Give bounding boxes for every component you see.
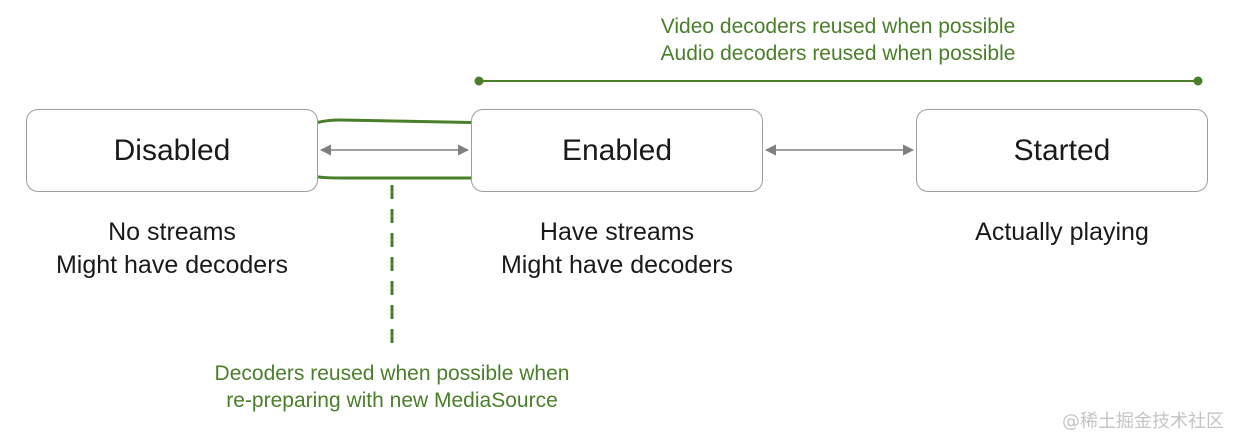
description-line: Might have decoders	[55, 251, 289, 279]
reuse-span-end-dot	[1193, 76, 1203, 86]
description-line: No streams	[108, 218, 236, 246]
state-disabled-label: Disabled	[113, 133, 231, 167]
note-line: re-preparing with new MediaSource	[226, 389, 558, 412]
watermark: @稀土掘金技术社区	[1062, 411, 1224, 432]
reprepare-loop-arrow	[287, 118, 500, 186]
state-enabled-label: Enabled	[561, 133, 673, 167]
state-disabled-description: No streams Might have decoders	[22, 216, 322, 282]
note-line: Decoders reused when possible when	[214, 362, 570, 385]
reuse-span-start-dot	[474, 76, 484, 86]
reprepare-note: Decoders reused when possible when re-pr…	[142, 360, 642, 414]
description-line: Have streams	[539, 218, 695, 246]
state-started-box: Started	[916, 109, 1208, 192]
note-line: Video decoders reused when possible	[660, 15, 1016, 38]
state-disabled-box: Disabled	[26, 109, 318, 192]
note-line: Audio decoders reused when possible	[660, 42, 1016, 65]
state-enabled-box: Enabled	[471, 109, 763, 192]
description-line: Might have decoders	[500, 251, 734, 279]
state-enabled-description: Have streams Might have decoders	[467, 216, 767, 282]
description-line: Actually playing	[975, 218, 1149, 246]
decoder-reuse-note: Video decoders reused when possible Audi…	[588, 13, 1088, 67]
state-started-label: Started	[1013, 133, 1111, 167]
state-started-description: Actually playing	[912, 216, 1212, 249]
